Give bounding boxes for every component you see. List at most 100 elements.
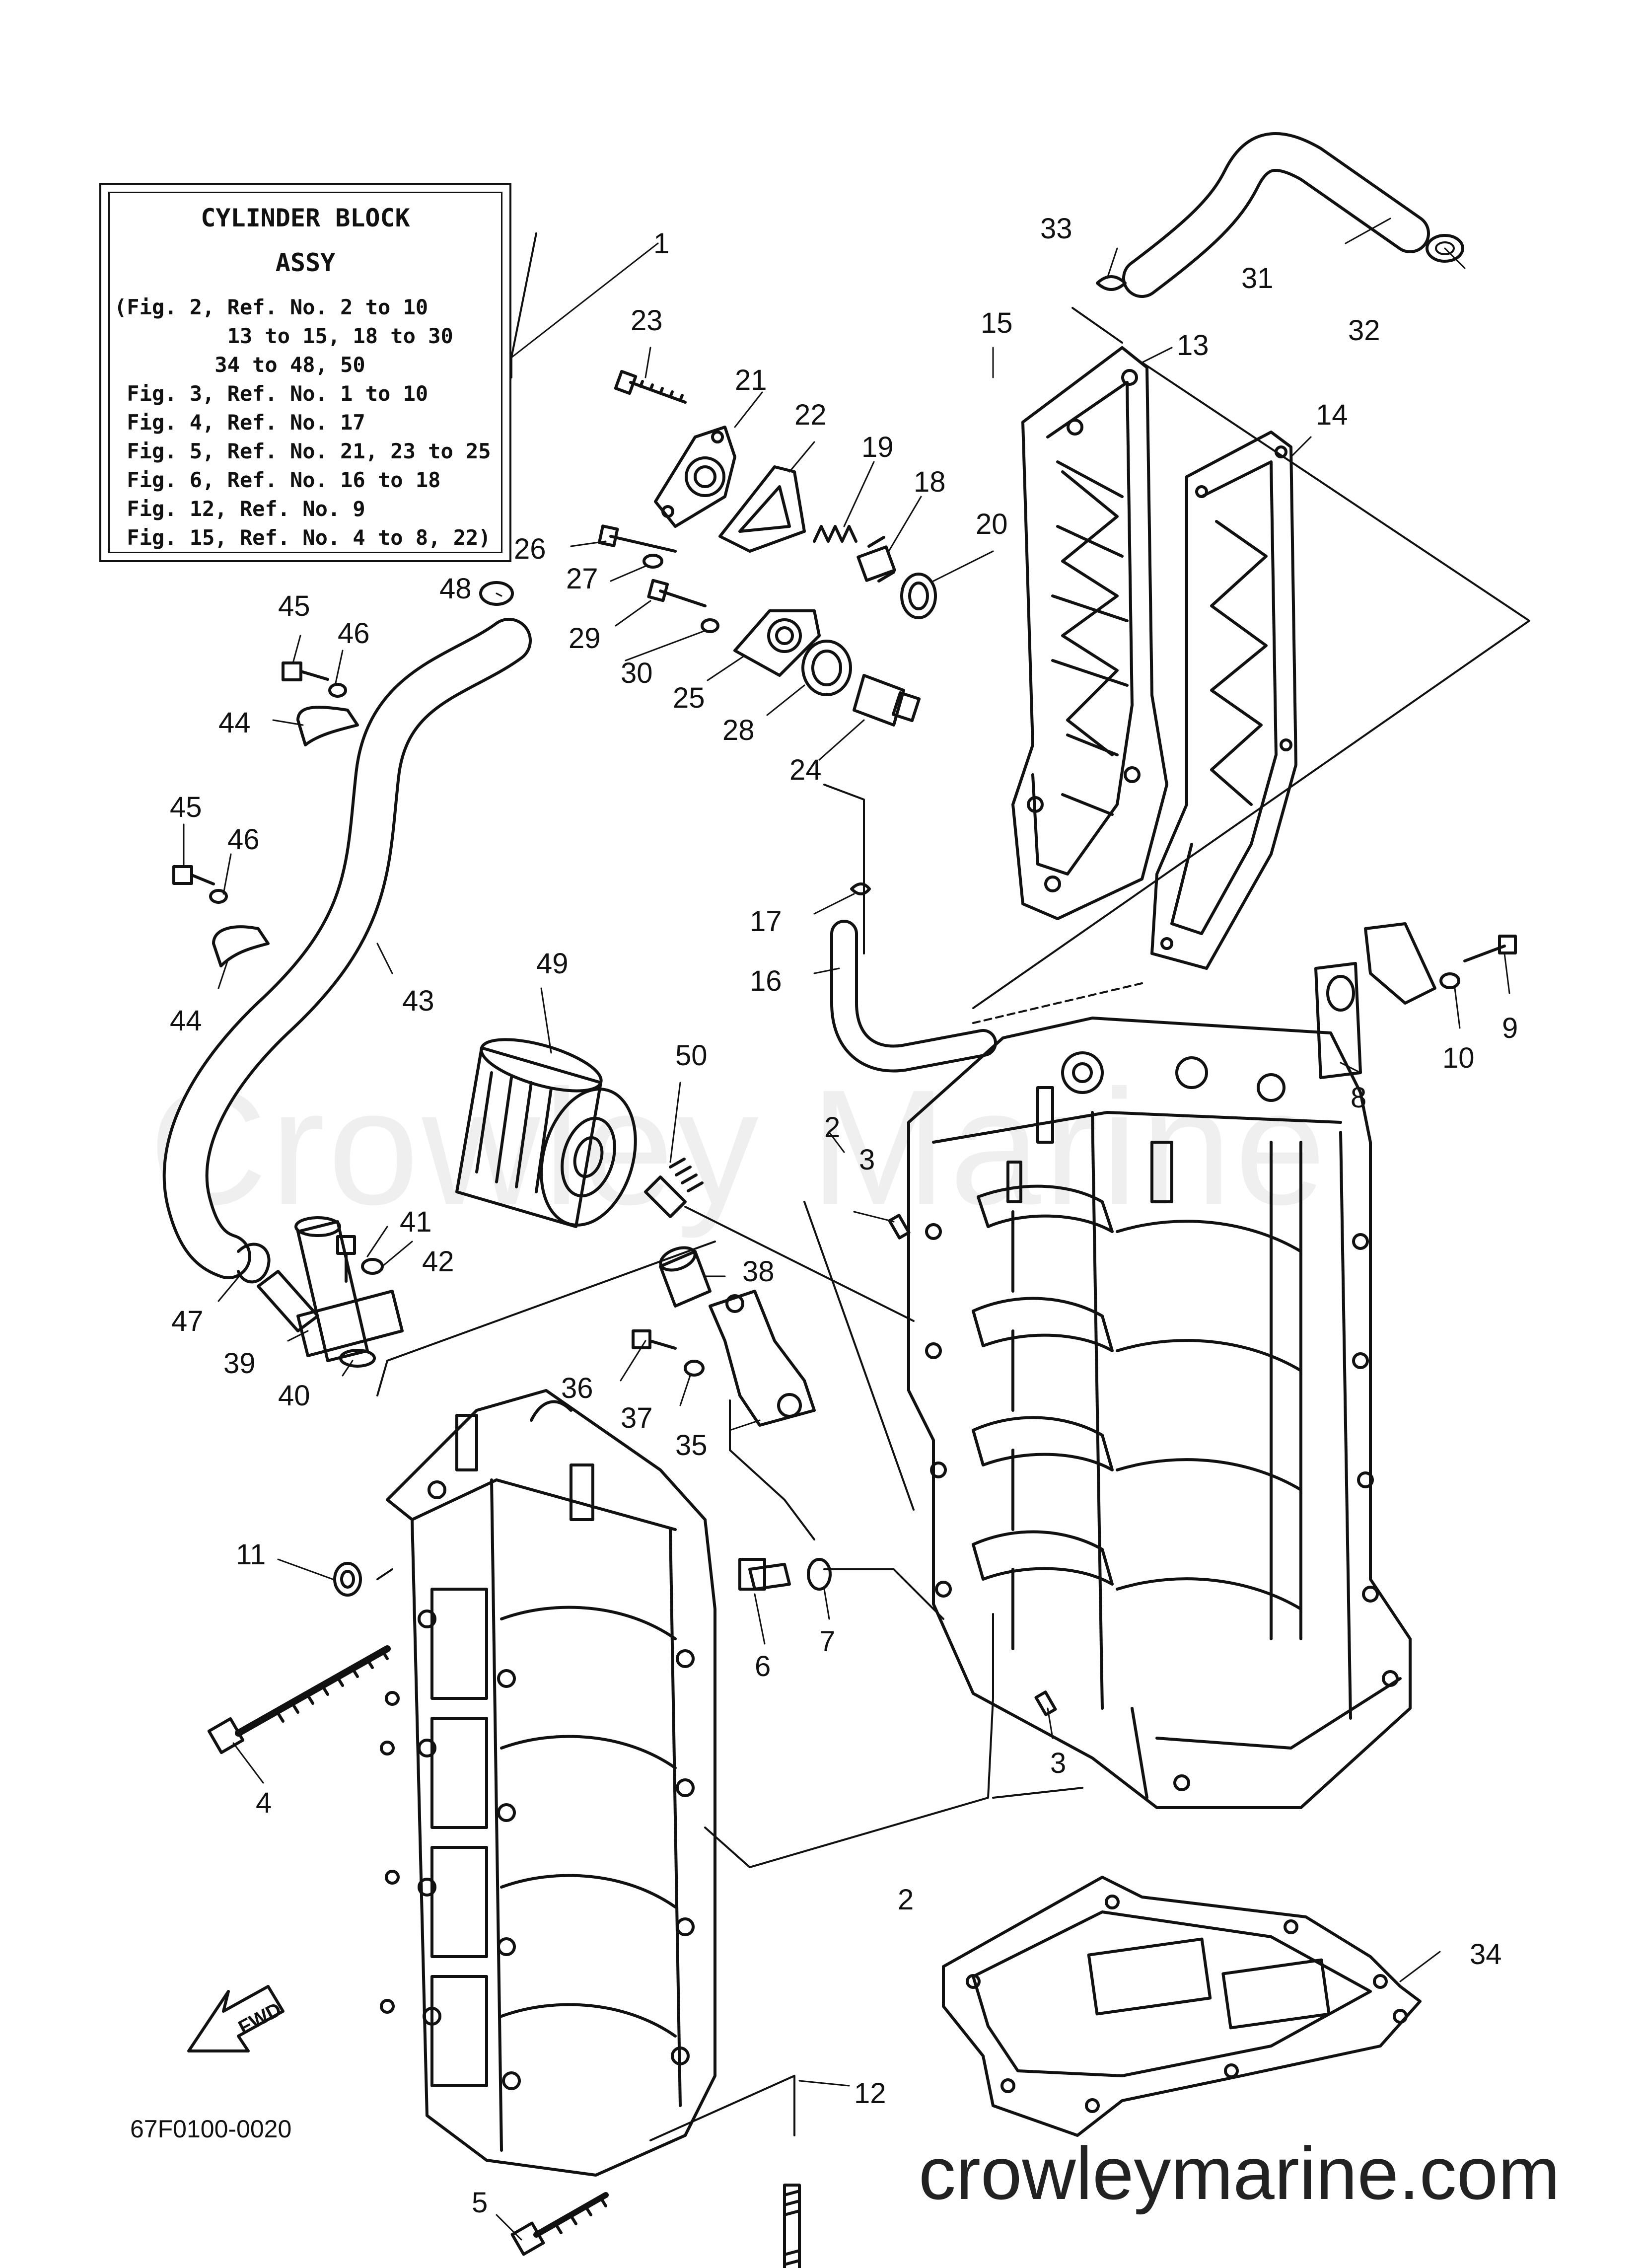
callout-23: 23: [631, 304, 663, 337]
bolt-26: [598, 524, 677, 553]
legend-line: 13 to 15, 18 to 30: [114, 324, 453, 348]
callout-3: 3: [1050, 1747, 1066, 1779]
callout-9: 9: [1502, 1012, 1518, 1044]
callout-7: 7: [819, 1625, 835, 1658]
legend-line: Fig. 12, Ref. No. 9: [114, 497, 365, 521]
plug-11: [333, 1562, 362, 1597]
oil-filter-49: [455, 1038, 637, 1228]
washer-27: [643, 554, 663, 569]
callout-18: 18: [914, 466, 946, 498]
washer-7: [807, 1558, 832, 1591]
bracket-35: [709, 1290, 816, 1427]
callout-35: 35: [675, 1429, 708, 1462]
legend-line: Fig. 5, Ref. No. 21, 23 to 25: [114, 439, 491, 463]
spring-19: [813, 525, 857, 543]
callout-8: 8: [1351, 1082, 1366, 1114]
callout-46: 46: [338, 617, 370, 650]
washer-42: [361, 1258, 384, 1275]
fwd-arrow-icon: [187, 1985, 285, 2052]
callout-16: 16: [750, 965, 782, 997]
bolt-45-upper: [282, 661, 329, 681]
water-joint-39: [257, 1216, 404, 1362]
callout-48: 48: [439, 573, 472, 605]
bolt-5: [510, 2192, 609, 2256]
legend-line: Fig. 15, Ref. No. 4 to 8, 22): [114, 525, 491, 550]
callout-30: 30: [621, 657, 653, 689]
callout-33: 33: [1040, 213, 1072, 245]
thermostat-cover-21: [654, 426, 736, 528]
assembly-lines: [376, 232, 1530, 2141]
callout-13: 13: [1177, 329, 1209, 362]
fwd-label: FWD: [235, 1998, 285, 2039]
legend-line: 34 to 48, 50: [114, 353, 365, 377]
sensor-24: [853, 674, 921, 727]
washer-37: [684, 1360, 705, 1377]
callout-19: 19: [861, 431, 894, 463]
o-ring-40: [339, 1349, 376, 1368]
clip-48: [479, 581, 514, 606]
legend-line: Fig. 3, Ref. No. 1 to 10: [114, 381, 428, 406]
callout-42: 42: [422, 1245, 454, 1278]
callout-15: 15: [981, 307, 1013, 339]
drain-plug-6: [738, 1558, 791, 1591]
legend-line: Fig. 4, Ref. No. 17: [114, 410, 365, 435]
callout-39: 39: [223, 1347, 256, 1380]
pipe-16: [830, 920, 997, 1073]
cylinder-block: [907, 1017, 1412, 1809]
callout-47: 47: [171, 1305, 204, 1337]
callout-24: 24: [789, 754, 822, 786]
callout-41: 41: [400, 1206, 432, 1238]
thermostat-18: [857, 536, 896, 583]
legend-box: CYLINDER BLOCK ASSY (Fig. 2, Ref. No. 2 …: [99, 183, 511, 562]
site-url[interactable]: crowleymarine.com: [919, 2131, 1560, 2215]
bolt-4: [207, 1645, 391, 1755]
bolt-23: [614, 369, 687, 404]
callout-45: 45: [170, 791, 202, 823]
callout-28: 28: [722, 714, 755, 746]
legend-title-line1: CYLINDER BLOCK: [201, 204, 410, 232]
callout-2: 2: [824, 1111, 840, 1144]
callout-27: 27: [566, 563, 598, 595]
callout-20: 20: [976, 508, 1008, 540]
grommet-20: [900, 573, 937, 619]
legend-inner-border: [108, 192, 502, 553]
callout-29: 29: [569, 622, 601, 655]
bolt-9: [1463, 935, 1517, 962]
callout-14: 14: [1316, 399, 1348, 431]
callout-44: 44: [218, 707, 251, 739]
callout-34: 34: [1470, 1938, 1502, 1971]
washer-46-upper: [328, 683, 347, 698]
callout-11: 11: [236, 1538, 266, 1571]
hose-43: [162, 618, 532, 1279]
plate-8: [1314, 962, 1362, 1079]
clip-47: [237, 1243, 271, 1284]
plate-8-gasket: [1364, 922, 1436, 1005]
clamp-44-upper: [296, 706, 359, 746]
washer-30: [701, 618, 719, 633]
callout-21: 21: [735, 364, 767, 396]
union-bolt-50: [644, 1158, 704, 1218]
bolt-36: [632, 1329, 677, 1350]
gasket-14: [1150, 431, 1297, 970]
crankcase: [380, 1389, 716, 2177]
callout-22: 22: [794, 399, 827, 431]
callout-31: 31: [1241, 262, 1274, 294]
callout-4: 4: [256, 1787, 272, 1819]
callout-6: 6: [755, 1650, 771, 1683]
callout-44: 44: [170, 1005, 202, 1037]
diagram-code: 67F0100-0020: [130, 2115, 292, 2143]
callout-46: 46: [227, 823, 260, 856]
exhaust-cover-13: [1011, 346, 1168, 920]
callout-10: 10: [1442, 1042, 1475, 1074]
callout-36: 36: [561, 1372, 593, 1404]
dowel-3-upper: [888, 1214, 911, 1240]
washer-46-lower: [209, 889, 228, 904]
callout-38: 38: [742, 1255, 775, 1288]
watermark: Crowley Marine: [149, 1055, 1329, 1239]
gasket-34: [942, 1876, 1422, 2137]
seal-28: [801, 640, 852, 696]
collar-38: [659, 1246, 712, 1308]
hose-clamp-32: [1426, 234, 1464, 263]
